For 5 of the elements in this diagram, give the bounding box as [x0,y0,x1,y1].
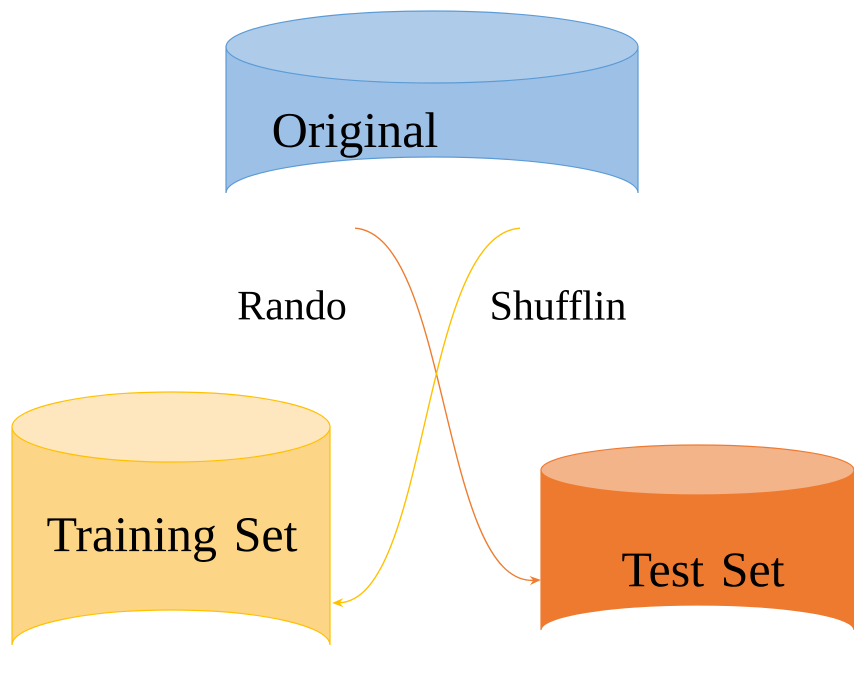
label-text: Rando [238,290,346,320]
cylinder: Original [225,10,639,194]
cylinder: Test Set [540,444,854,631]
label-text: Shufflin [492,290,626,320]
cylinder: Training Set [11,391,331,646]
